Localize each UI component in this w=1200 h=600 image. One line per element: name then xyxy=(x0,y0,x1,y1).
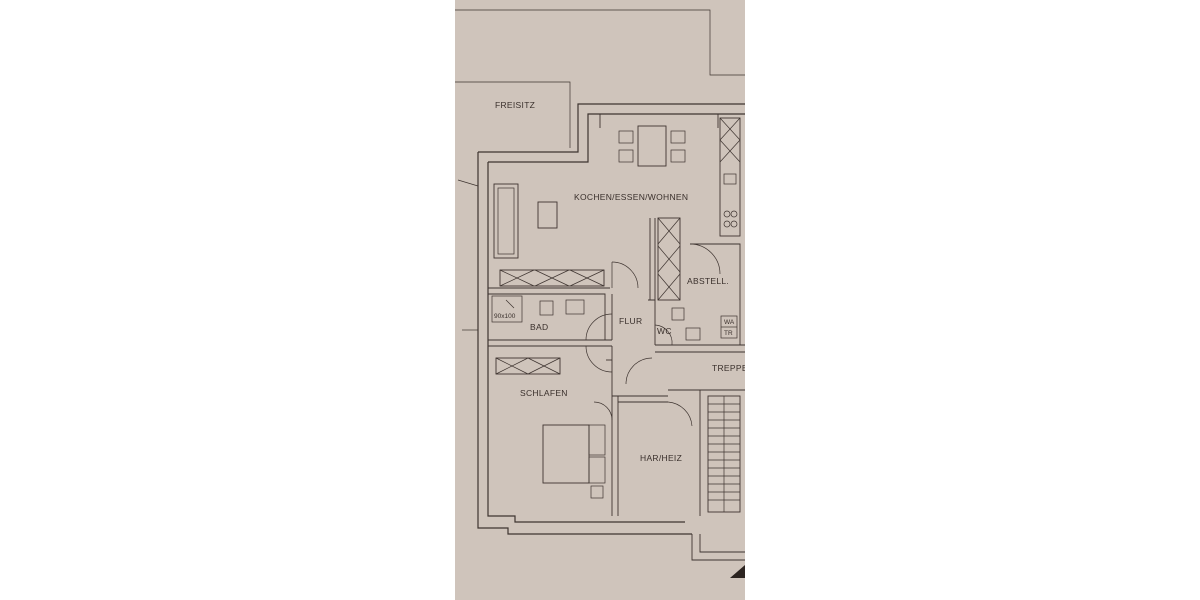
label-treppe: TREPPE xyxy=(712,363,745,373)
pantry-cabinets xyxy=(657,217,681,301)
label-schlafen: SCHLAFEN xyxy=(520,388,568,398)
door-swings xyxy=(585,243,721,427)
bathroom-fixtures xyxy=(491,295,585,323)
washer-dryer xyxy=(720,315,738,339)
floor-plan-drawing: FREISITZ KOCHEN/ESSEN/WOHNEN ABSTELL. BA… xyxy=(455,9,745,578)
label-bad: BAD xyxy=(530,322,548,332)
outer-walls xyxy=(457,103,745,561)
sofa xyxy=(493,183,519,259)
label-har-heiz: HAR/HEIZ xyxy=(640,453,682,463)
label-kochen-essen-wohnen: KOCHEN/ESSEN/WOHNEN xyxy=(574,192,688,202)
interior-walls xyxy=(488,218,745,516)
coffee-table xyxy=(537,201,558,229)
kitchen-counter xyxy=(719,117,741,237)
wardrobe-living xyxy=(499,269,605,287)
label-flur: FLUR xyxy=(619,316,642,326)
dining-table xyxy=(618,125,686,167)
staircase xyxy=(707,395,741,513)
label-dryer: TR xyxy=(724,330,733,337)
corner-mark xyxy=(730,565,745,578)
label-washer: WA xyxy=(724,319,735,326)
label-shower-size: 90x100 xyxy=(494,313,516,320)
double-bed xyxy=(542,424,606,499)
label-abstell: ABSTELL. xyxy=(687,276,729,286)
label-wc: WC xyxy=(657,326,672,336)
floor-plan-photo: FREISITZ KOCHEN/ESSEN/WOHNEN ABSTELL. BA… xyxy=(455,0,745,600)
wc-fixtures xyxy=(671,307,701,341)
label-freisitz: FREISITZ xyxy=(495,100,535,110)
site-boundary xyxy=(455,9,745,148)
wardrobe-bedroom xyxy=(495,357,561,375)
